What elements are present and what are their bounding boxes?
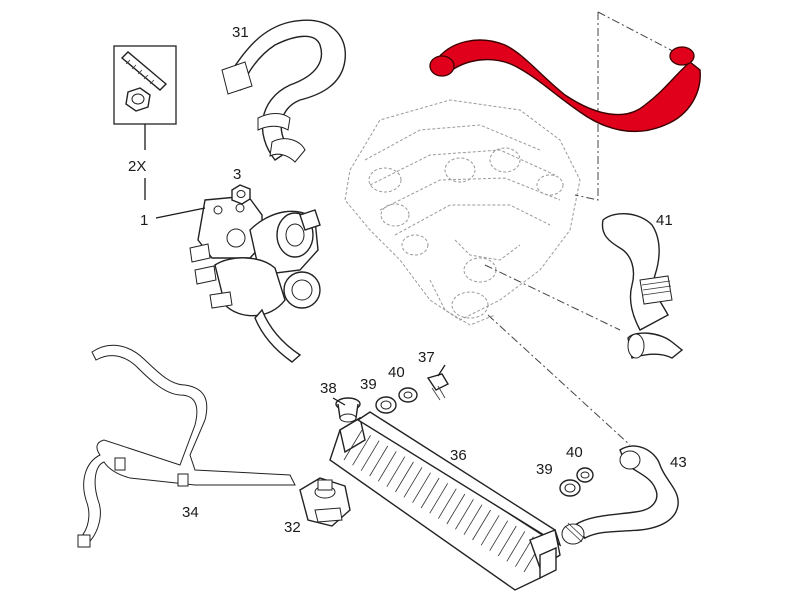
callout-41: 41 [656,212,673,229]
intercooler-part [329,411,562,591]
callout-32: 32 [284,519,301,536]
hose-part-43 [561,445,679,545]
stud-and-nut-part [113,45,177,200]
seal-part-39-lower [559,479,581,497]
callout-34: 34 [182,504,199,521]
turbocharger-part [189,195,321,363]
callout-38: 38 [320,380,337,397]
hose-part-41 [601,213,684,359]
pipe-part-34 [77,344,296,548]
highlighted-hose [429,39,701,133]
callout-labels: 31 2X 3 1 41 37 40 39 38 36 40 39 43 34 … [128,24,687,536]
hose-part-31 [221,19,346,163]
sensor-part-32 [299,477,351,527]
callout-37: 37 [418,349,435,366]
callout-36: 36 [450,447,467,464]
ring-part-40-upper [398,387,418,403]
seal-part-39-upper [375,396,397,414]
callout-1: 1 [140,212,148,229]
cap-part-38 [335,397,361,423]
bolt-part-37 [426,373,449,401]
callout-leaders [155,207,446,406]
callout-3: 3 [233,166,241,183]
ring-part-40-lower [576,467,594,483]
callout-40-upper: 40 [388,364,405,381]
nut-part-3 [231,184,251,205]
engine-block-outline [344,99,581,326]
callout-39-lower: 39 [536,461,553,478]
callout-40-lower: 40 [566,444,583,461]
callout-39-upper: 39 [360,376,377,393]
callout-2x: 2X [128,158,146,175]
callout-43: 43 [670,454,687,471]
callout-31: 31 [232,24,249,41]
